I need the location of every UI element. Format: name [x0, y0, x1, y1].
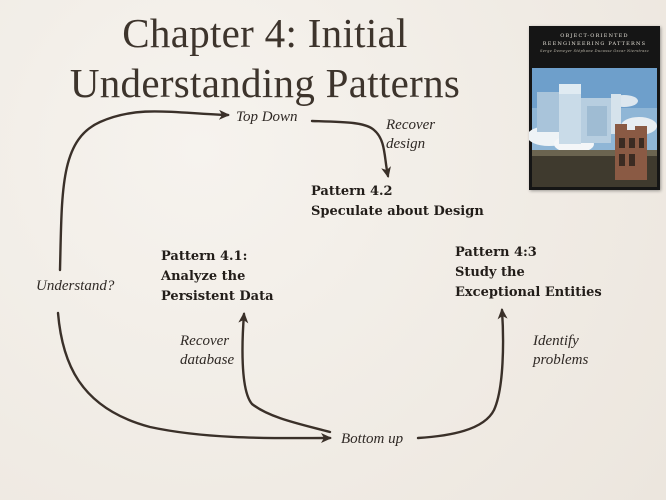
- label-identify-problems-2: problems: [533, 352, 589, 368]
- pattern-4-2-title: Pattern 4.2: [311, 184, 393, 199]
- pattern-4-1-name-line1: Analyze the: [161, 269, 246, 284]
- pattern-4-3-box: Pattern 4:3 Study the Exceptional Entiti…: [455, 243, 602, 303]
- book-cover-art: [529, 26, 660, 190]
- label-recover-design-2: design: [386, 136, 426, 152]
- pattern-4-3-title: Pattern 4:3: [455, 245, 537, 260]
- pattern-4-3-name-line1: Study the: [455, 265, 525, 280]
- book-cover-image: OBJECT-ORIENTED REENGINEERING PATTERNS S…: [529, 26, 660, 190]
- arrow-bottomup-to-pattern41: [238, 312, 332, 434]
- book-title-line1: OBJECT-ORIENTED: [560, 33, 629, 39]
- label-identify-problems-1: Identify: [533, 333, 579, 349]
- arrow-topdown-to-pattern42: [310, 119, 391, 178]
- arrow-understand-to-bottomup: [56, 311, 332, 444]
- arrow-understand-to-topdown: [58, 109, 230, 272]
- slide-title-line2: Understanding Patterns: [69, 60, 461, 106]
- pattern-4-2-box: Pattern 4.2 Speculate about Design: [311, 182, 484, 222]
- pattern-4-3-name-line2: Exceptional Entities: [455, 285, 602, 300]
- book-title-line2: REENGINEERING PATTERNS: [542, 41, 647, 47]
- label-recover-database-2: database: [180, 352, 235, 368]
- label-bottom-up: Bottom up: [341, 431, 404, 447]
- arrow-bottomup-to-pattern43: [416, 308, 508, 440]
- pattern-4-1-box: Pattern 4.1: Analyze the Persistent Data: [161, 247, 274, 307]
- book-authors: Serge Demeyer Stéphane Ducasse Oscar Nie…: [539, 49, 650, 53]
- book-cover-header: OBJECT-ORIENTED REENGINEERING PATTERNS S…: [529, 32, 660, 55]
- label-recover-design-1: Recover: [386, 117, 436, 133]
- label-recover-database-1: Recover: [180, 333, 230, 349]
- pattern-4-1-name-line2: Persistent Data: [161, 289, 274, 304]
- label-top-down: Top Down: [236, 109, 298, 125]
- slide-title: Chapter 4: Initial Understanding Pattern…: [0, 8, 530, 108]
- label-understand: Understand?: [36, 278, 115, 294]
- slide-title-line1: Chapter 4: Initial: [122, 10, 408, 56]
- pattern-4-2-name: Speculate about Design: [311, 204, 484, 219]
- pattern-4-1-title: Pattern 4.1:: [161, 249, 248, 264]
